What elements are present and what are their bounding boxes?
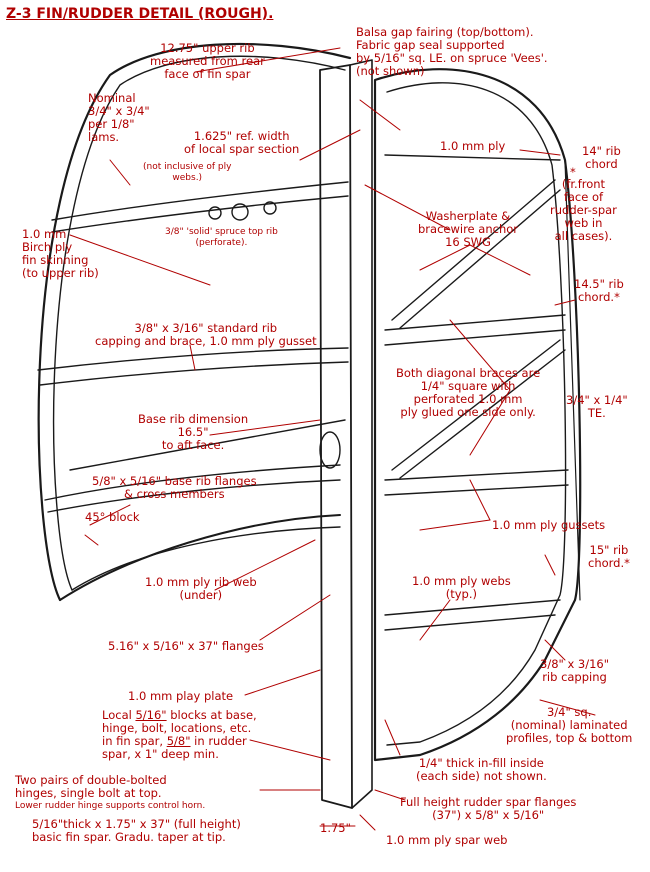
rudder-rib-3: [384, 329, 566, 346]
label-rib-chord-15: 15" rib chord.*: [588, 543, 630, 570]
rudder-diagonal-2: [399, 189, 561, 329]
label-local-blocks-e: in rudder spar, x 1" deep min.: [102, 734, 247, 761]
rudder-diagonal-3: [391, 339, 561, 471]
label-top-rib: 3/8" 'solid' spruce top rib (perforate).: [165, 227, 278, 248]
label-balsa-gap: Balsa gap fairing (top/bottom). Fabric g…: [356, 25, 548, 78]
label-diagonal-braces: Both diagonal braces are 1/4" square wit…: [396, 366, 541, 419]
rudder-rib-7: [384, 614, 556, 631]
label-spar-web: 1.0 mm ply spar web: [386, 833, 508, 847]
label-ply-webs-typ: 1.0 mm ply webs (typ.): [412, 574, 511, 601]
label-front-face-note: (fr.front face of rudder-spar web in all…: [550, 177, 617, 243]
fin-low-rib: [44, 464, 341, 501]
rudder-trailing-edge: [564, 159, 581, 601]
fin-leading-edge: [37, 42, 352, 602]
label-play-plate: 1.0 mm play plate: [128, 689, 234, 703]
label-infill: 1/4" thick in-fill inside (each side) no…: [416, 756, 547, 783]
label-washerplate: Washerplate & bracewire anchor 16 SWG: [418, 209, 518, 249]
fin-mid-rib: [37, 347, 349, 371]
rudder-rib-1: [384, 154, 561, 161]
fin-top-rib-2: [51, 195, 349, 233]
label-local-blocks-b: 5/16": [135, 708, 167, 722]
label-local-blocks-d: 5/8": [166, 734, 191, 748]
diagram-title: Z-3 FIN/RUDDER DETAIL (ROUGH).: [6, 6, 274, 22]
label-laminated-profiles: 3/4" sq. (nominal) laminated profiles, t…: [506, 705, 633, 745]
rudder-rib-4: [384, 469, 569, 481]
label-local-blocks: Local 5/16" blocks at base, hinge, bolt,…: [102, 709, 257, 761]
label-asterisk: *: [570, 165, 576, 179]
label-birch-ply: 1.0 mm Birch ply fin skinning (to upper …: [22, 227, 99, 280]
label-full-height-flanges: Full height rudder spar flanges (37") x …: [400, 795, 577, 822]
label-upper-rib: 12.75" upper rib measured from rear face…: [150, 41, 265, 81]
spar-hole: [319, 431, 341, 469]
label-ply-top: 1.0 mm ply: [440, 139, 506, 153]
rudder-diagonal-4: [399, 349, 566, 479]
label-local-blocks-c: blocks at base, hinge, bolt, locations, …: [102, 708, 257, 748]
fin-top-rib: [51, 181, 349, 221]
label-dim-175: 1.75": [320, 821, 351, 835]
label-hinges: Two pairs of double-bolted hinges, singl…: [15, 773, 167, 800]
label-rib-chord-14: 14" rib chord: [582, 144, 621, 171]
rudder-rib-2: [384, 314, 566, 331]
label-lower-hinge: Lower rudder hinge supports control horn…: [15, 801, 206, 811]
label-fin-spar: 5/16"thick x 1.75" x 37" (full height) b…: [32, 817, 241, 844]
label-rib-web-under: 1.0 mm ply rib web (under): [145, 575, 257, 602]
label-45-block: 45° block: [85, 510, 140, 524]
label-rib-capping: 3/8" x 3/16" rib capping: [540, 657, 610, 684]
label-te: 3/4" x 1/4" TE.: [566, 393, 628, 420]
fin-base-inner: [71, 526, 341, 591]
label-local-blocks-a: Local: [102, 708, 136, 722]
label-flanges-37: 5.16" x 5/16" x 37" flanges: [108, 639, 264, 653]
rudder-rib-5: [384, 484, 569, 496]
label-ply-webs-note: (not inclusive of ply webs.): [143, 162, 232, 183]
label-base-rib: Base rib dimension 16.5" to aft face.: [138, 412, 249, 452]
fin-spar-front: [349, 59, 373, 809]
label-base-flanges: 5/8" x 5/16" base rib flanges & cross me…: [92, 474, 257, 501]
fin-base: [59, 514, 341, 601]
label-spar-width: 1.625" ref. width of local spar section: [184, 129, 300, 156]
fin-brace: [69, 419, 346, 471]
rudder-rib-6: [384, 599, 561, 616]
label-nominal-lams: Nominal 3/4" x 3/4" per 1/8" lams.: [88, 91, 150, 144]
label-rib-chord-14-5: 14.5" rib chord.*: [574, 277, 624, 304]
label-ply-gussets: 1.0 mm ply gussets: [492, 518, 606, 532]
rudder-outline-inner: [386, 82, 567, 746]
label-std-rib-capping: 3/8" x 3/16" standard rib capping and br…: [95, 321, 317, 348]
fin-leading-edge-inner: [52, 55, 346, 591]
rudder-outline: [373, 68, 582, 762]
fin-low-rib-2: [47, 479, 341, 513]
rudder-diagonal-1: [391, 179, 556, 321]
